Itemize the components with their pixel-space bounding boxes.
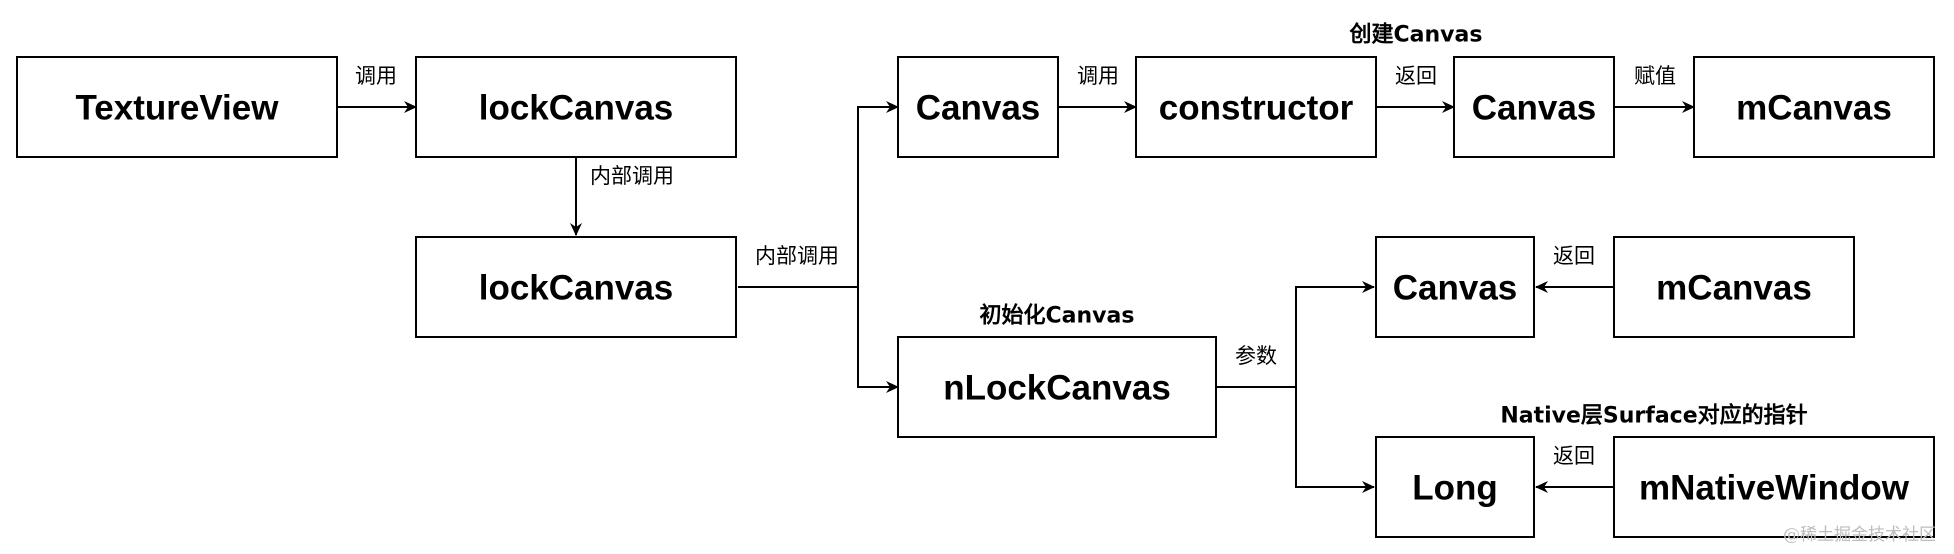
node-label: mNativeWindow (1639, 469, 1910, 508)
node-canvas-param: Canvas (1375, 236, 1535, 338)
node-label: lockCanvas (479, 269, 674, 308)
edge-label-internal-call: 内部调用 (590, 164, 674, 188)
edge-label-return: 返回 (1553, 244, 1595, 268)
edge-label-call: 调用 (1077, 64, 1119, 88)
node-constructor: constructor (1135, 56, 1377, 158)
node-label: mCanvas (1736, 89, 1892, 128)
edge-branch-to-canvas (857, 101, 899, 287)
node-label: Canvas (1472, 89, 1597, 128)
node-label: nLockCanvas (943, 369, 1171, 408)
note-create-canvas: 创建Canvas (1349, 23, 1483, 48)
node-mcanvas-top: mCanvas (1693, 56, 1935, 158)
note-init-canvas: 初始化Canvas (980, 303, 1135, 329)
edge-label-call: 调用 (355, 64, 397, 88)
watermark: @稀土掘金技术社区 (1783, 525, 1936, 545)
node-canvas-returned: Canvas (1453, 56, 1615, 158)
edge-label-param: 参数 (1235, 344, 1277, 368)
edge-label-assign: 赋值 (1634, 64, 1676, 88)
node-label: constructor (1159, 89, 1354, 128)
node-canvas-new: Canvas (897, 56, 1059, 158)
node-long: Long (1375, 436, 1535, 538)
node-label: Canvas (1393, 269, 1518, 308)
edge-label-internal-call: 内部调用 (755, 244, 839, 268)
edge-branch-to-canvas-param (1295, 281, 1375, 387)
edges (338, 101, 1695, 493)
note-native-surface: Native层Surface对应的指针 (1500, 403, 1807, 429)
edge-branch-to-long-param (1295, 387, 1375, 493)
node-label: lockCanvas (479, 89, 674, 128)
node-mnativewindow: mNativeWindow (1613, 436, 1935, 538)
node-label: Long (1412, 469, 1498, 508)
node-label: TextureView (76, 89, 280, 128)
edge-labels: 调用 内部调用 内部调用 调用 返回 赋值 参数 返回 返回 (355, 64, 1676, 468)
node-label: Canvas (916, 89, 1041, 128)
edge-label-return: 返回 (1553, 444, 1595, 468)
node-label: mCanvas (1656, 269, 1812, 308)
node-lockcanvas-inner: lockCanvas (415, 236, 737, 338)
node-lockcanvas-outer: lockCanvas (415, 56, 737, 158)
edge-branch-to-nlockcanvas (857, 287, 899, 393)
notes: 创建Canvas 初始化Canvas Native层Surface对应的指针 (980, 23, 1808, 429)
node-mcanvas-right: mCanvas (1613, 236, 1855, 338)
node-textureview: TextureView (16, 56, 338, 158)
edge-label-return: 返回 (1395, 64, 1437, 88)
node-nlockcanvas: nLockCanvas (897, 336, 1217, 438)
